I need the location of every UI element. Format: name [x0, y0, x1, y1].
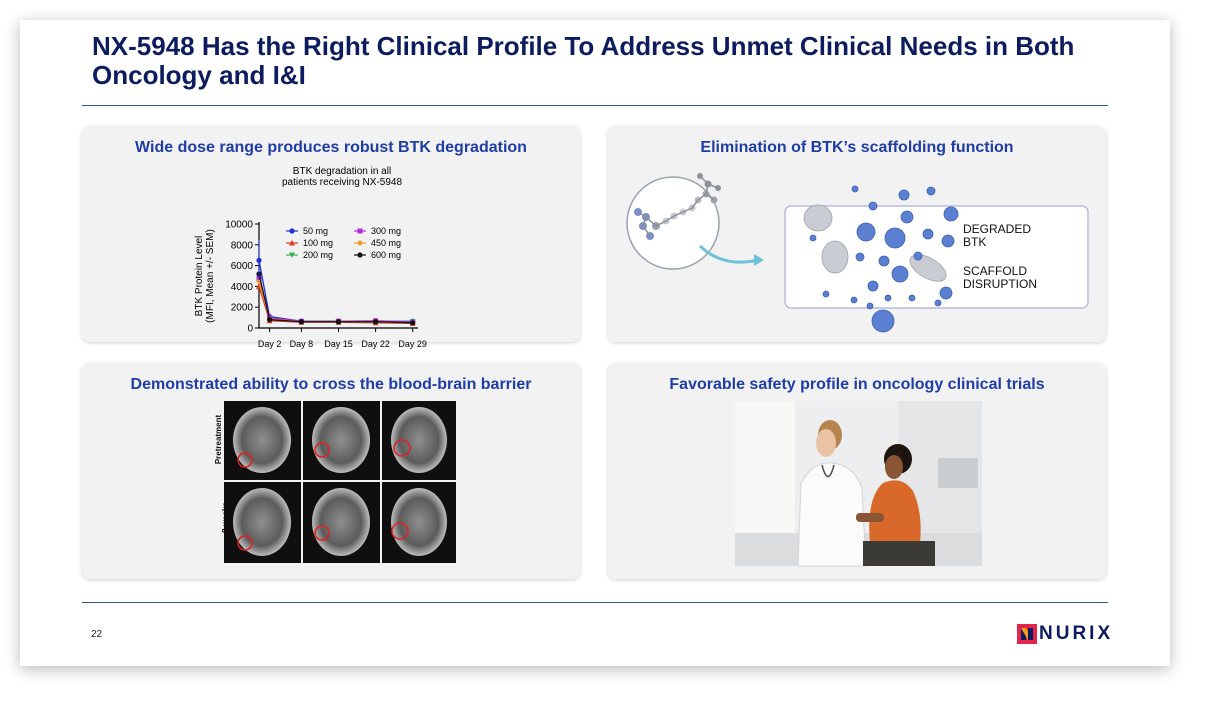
- data-point: [289, 240, 295, 246]
- dose-panel-title: Wide dose range produces robust BTK degr…: [135, 139, 527, 156]
- safety-panel: Favorable safety profile in oncology cli…: [608, 363, 1106, 579]
- mri-image: [224, 482, 301, 563]
- mri-image: [382, 401, 456, 480]
- bbb-panel-title: Demonstrated ability to cross the blood-…: [130, 376, 532, 393]
- mri-image: [382, 482, 456, 563]
- data-point: [289, 228, 295, 234]
- logo-wordmark: NURIX: [1039, 623, 1114, 644]
- equipment: [938, 458, 978, 488]
- x-tick-label: Day 15: [324, 339, 353, 349]
- data-point: [335, 319, 342, 325]
- bbb-panel: Demonstrated ability to cross the blood-…: [82, 363, 580, 579]
- legend-label: 100 mg: [303, 238, 333, 248]
- arrow-icon: [698, 244, 759, 264]
- y-tick-label: 8000: [231, 240, 254, 251]
- data-point: [267, 317, 273, 323]
- y-tick-label: 0: [247, 324, 253, 335]
- y-axis-label: BTK Protein Level: [194, 236, 205, 317]
- x-tick-label: Day 8: [290, 339, 314, 349]
- patient-figure: [856, 444, 935, 566]
- legend-label: 450 mg: [371, 238, 401, 248]
- data-point: [357, 228, 363, 234]
- data-point: [357, 252, 363, 258]
- chart-title: BTK degradation in all patients receivin…: [281, 166, 403, 188]
- legend-label: 200 mg: [303, 250, 333, 260]
- dose-panel: Wide dose range produces robust BTK degr…: [82, 126, 580, 350]
- scaffold-illustration: [626, 173, 1089, 333]
- nurix-logo: NURIX: [1017, 623, 1113, 645]
- x-tick-label: Day 22: [361, 339, 390, 349]
- data-point: [373, 319, 379, 325]
- y-tick-label: 6000: [231, 261, 254, 272]
- mri-image: [303, 401, 380, 480]
- x-tick-label: Day 2: [258, 339, 282, 349]
- x-tick-label: Day 29: [398, 339, 427, 349]
- mri-image: [303, 482, 380, 563]
- mri-image: [224, 401, 301, 480]
- scaffold-panel-title: Elimination of BTK’s scaffolding functio…: [700, 139, 1014, 156]
- scaffold-disruption-label: SCAFFOLD DISRUPTION: [963, 264, 1038, 291]
- y-tick-label: 4000: [231, 282, 254, 293]
- degraded-fragments: [803, 185, 959, 333]
- doctor-figure: [797, 420, 867, 567]
- scaffold-panel: Elimination of BTK’s scaffolding functio…: [608, 126, 1106, 342]
- data-point: [298, 319, 304, 325]
- series-line: [258, 260, 413, 322]
- title-divider: [82, 105, 1108, 106]
- data-point: [410, 320, 416, 326]
- series-line: [258, 281, 413, 324]
- mri-scan-grid: [224, 401, 456, 563]
- series-line: [258, 275, 413, 323]
- data-point: [357, 240, 363, 246]
- nurix-logo-mark-icon: [1017, 624, 1037, 644]
- page-number: 22: [91, 629, 103, 640]
- y-axis-label: (MFI, Mean +/- SEM): [205, 229, 216, 323]
- y-tick-label: 10000: [225, 220, 253, 231]
- footer-divider: [82, 602, 1108, 603]
- series-line: [258, 277, 413, 323]
- slide-title: NX-5948 Has the Right Clinical Profile T…: [92, 31, 1075, 90]
- legend-label: 50 mg: [303, 226, 328, 236]
- series-line: [258, 273, 413, 324]
- y-tick-label: 2000: [231, 303, 254, 314]
- slide: NX-5948 Has the Right Clinical Profile T…: [20, 20, 1170, 666]
- degraded-btk-label: DEGRADED BTK: [963, 222, 1032, 249]
- data-point: [289, 252, 295, 258]
- legend-label: 300 mg: [371, 226, 401, 236]
- molecule-icon: [634, 173, 721, 240]
- doctor-patient-photo: [735, 401, 982, 567]
- safety-panel-title: Favorable safety profile in oncology cli…: [669, 376, 1045, 393]
- legend-label: 600 mg: [371, 250, 401, 260]
